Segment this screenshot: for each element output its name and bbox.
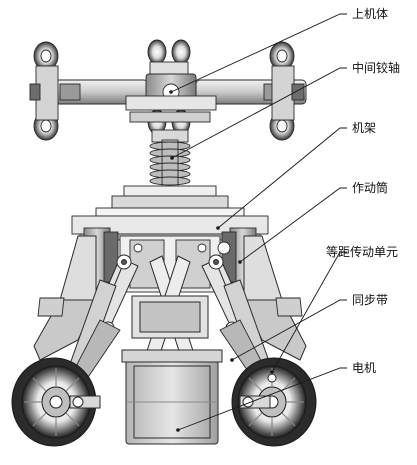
label-equidistant-unit: 等距传动单元 [326,245,399,259]
leader-upper-body [170,13,347,93]
label-actuator-cylinder: 作动筒 [352,181,389,195]
upper-roller-left [29,41,59,141]
upper-roller-right [269,41,305,141]
label-frame: 机架 [352,121,377,135]
wheel-right [231,357,317,447]
leader-motor [177,367,347,431]
wheel-axles [69,373,277,409]
leader-equidistant [271,251,347,373]
leader-lines [169,13,347,432]
leader-sync-belt [231,299,347,361]
leader-actuator [239,187,347,263]
label-sync-belt: 同步带 [352,293,389,307]
middle-hinge [149,129,191,189]
leader-middle-hinge [171,67,347,159]
actuator-cylinders [83,227,257,301]
upper-body [29,39,307,141]
label-middle-hinge: 中间铰轴 [352,61,401,75]
leader-frame [217,127,347,229]
wheel-left [11,357,97,447]
motor [121,295,223,445]
label-motor: 电机 [352,361,377,375]
label-upper-body: 上机体 [352,7,389,21]
